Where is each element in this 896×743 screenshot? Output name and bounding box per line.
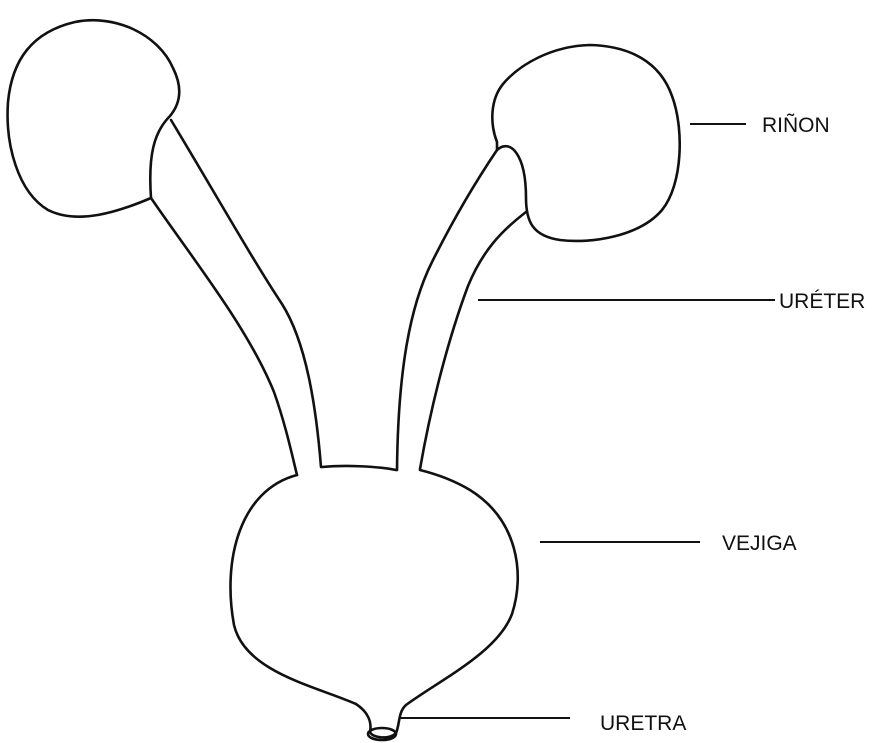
ureter-label: URÉTER — [779, 290, 865, 313]
urethra-label: URETRA — [600, 712, 686, 735]
bladder-label: VEJIGA — [722, 532, 797, 555]
right-kidney — [492, 45, 679, 241]
left-ureter-outer — [151, 198, 297, 475]
kidney-label: RIÑON — [762, 113, 830, 137]
right-ureter-outer — [397, 150, 497, 470]
left-kidney — [8, 20, 180, 216]
right-ureter-inner — [420, 212, 526, 469]
bladder — [230, 466, 517, 737]
left-ureter-inner — [171, 120, 321, 467]
